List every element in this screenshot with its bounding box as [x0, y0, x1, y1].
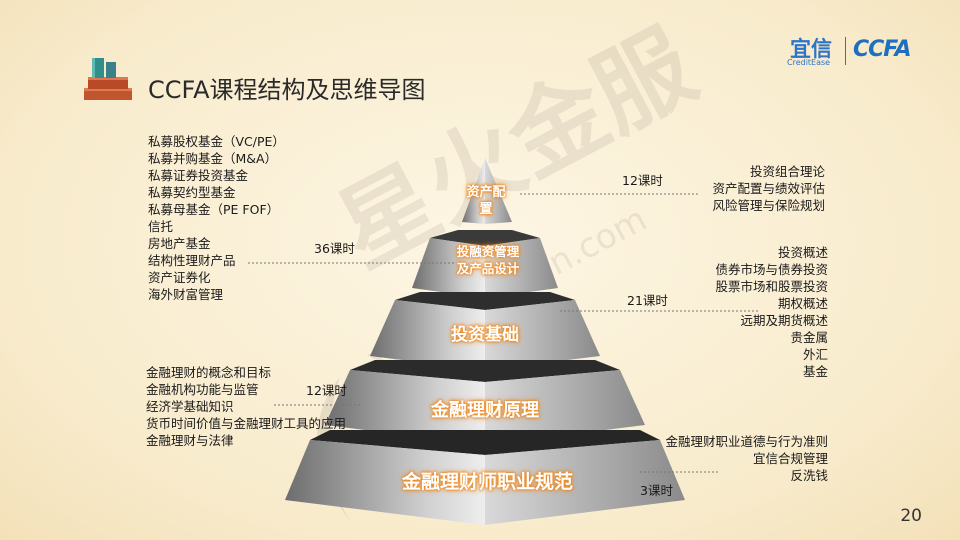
list-item: 宜信合规管理 [752, 451, 828, 466]
page-number: 20 [900, 506, 922, 526]
list-item: 金融理财的概念和目标 [146, 365, 272, 380]
list-item: 反洗钱 [790, 468, 828, 483]
list-item: 私募母基金（PE FOF） [148, 202, 280, 217]
list-item: 期权概述 [777, 296, 828, 311]
pyramid-tier-3 [325, 360, 645, 445]
list-item: 远期及期货概述 [740, 313, 828, 328]
list-item: 经济学基础知识 [146, 399, 234, 414]
hours-tier-3: 12课时 [306, 383, 347, 398]
topic-list-tier-1: 私募股权基金（VC/PE） 私募并购基金（M&A） 私募证券投资基金 私募契约型… [148, 133, 285, 303]
pyramid-apex [462, 158, 512, 224]
list-item: 私募契约型基金 [148, 185, 236, 200]
list-item: 金融理财与法律 [146, 433, 234, 448]
topic-list-tier-0: 投资组合理论 资产配置与绩效评估 风险管理与保险规划 [712, 163, 825, 214]
topic-list-tier-4: 金融理财职业道德与行为准则 宜信合规管理 反洗钱 [660, 433, 828, 484]
tier-label-asset-allocation: 资产配置 [466, 185, 506, 217]
list-item: 金融理财职业道德与行为准则 [665, 434, 828, 449]
topic-list-tier-3: 金融理财的概念和目标 金融机构功能与监管 经济学基础知识 货币时间价值与金融理财… [146, 364, 346, 449]
list-item: 投资概述 [777, 245, 828, 260]
list-item: 货币时间价值与金融理财工具的应用 [146, 416, 347, 431]
list-item: 资产配置与绩效评估 [712, 181, 825, 196]
flame-swoosh-icon [317, 377, 352, 523]
list-item: 风险管理与保险规划 [712, 198, 825, 213]
pyramid-tier-2 [370, 292, 600, 370]
page-title: CCFA课程结构及思维导图 [148, 76, 426, 104]
list-item: 信托 [148, 219, 174, 234]
tier-label-professional-norms: 金融理财师职业规范 [401, 471, 573, 493]
brand-divider [845, 37, 846, 65]
list-item: 金融机构功能与监管 [146, 382, 259, 397]
connector-lines [248, 193, 760, 473]
list-item: 私募股权基金（VC/PE） [148, 134, 285, 149]
topic-list-tier-2: 投资概述 债券市场与债券投资 股票市场和股票投资 期权概述 远期及期货概述 贵金… [715, 244, 828, 380]
tier-label-investment-basics: 投资基础 [451, 325, 519, 345]
brand-name-en: CreditEase [787, 58, 831, 67]
pyramid-tier-1 [412, 230, 558, 298]
hours-tier-4: 3课时 [640, 483, 673, 498]
tier-label-investment-management: 投融资管理及产品设计 [456, 244, 520, 276]
list-item: 结构性理财产品 [148, 253, 236, 268]
list-item: 海外财富管理 [148, 287, 224, 302]
list-item: 房地产基金 [148, 236, 211, 251]
list-item: 贵金属 [790, 330, 828, 345]
hours-tier-0: 12课时 [622, 173, 663, 188]
hours-tier-2: 21课时 [627, 293, 668, 308]
list-item: 股票市场和股票投资 [715, 279, 828, 294]
ccfa-logo: CCFA [853, 37, 912, 62]
list-item: 外汇 [802, 347, 828, 362]
list-item: 投资组合理论 [749, 164, 825, 179]
list-item: 私募证券投资基金 [148, 168, 249, 183]
list-item: 资产证券化 [148, 270, 211, 285]
books-icon [84, 58, 132, 100]
list-item: 基金 [802, 364, 828, 379]
tier-label-finance-principles: 金融理财原理 [431, 400, 539, 421]
pyramid-tier-4 [285, 430, 685, 525]
list-item: 私募并购基金（M&A） [148, 151, 278, 166]
list-item: 债券市场与债券投资 [715, 262, 828, 277]
hours-tier-1: 36课时 [314, 241, 355, 256]
brand-name-cn: 宜信 [790, 37, 832, 61]
